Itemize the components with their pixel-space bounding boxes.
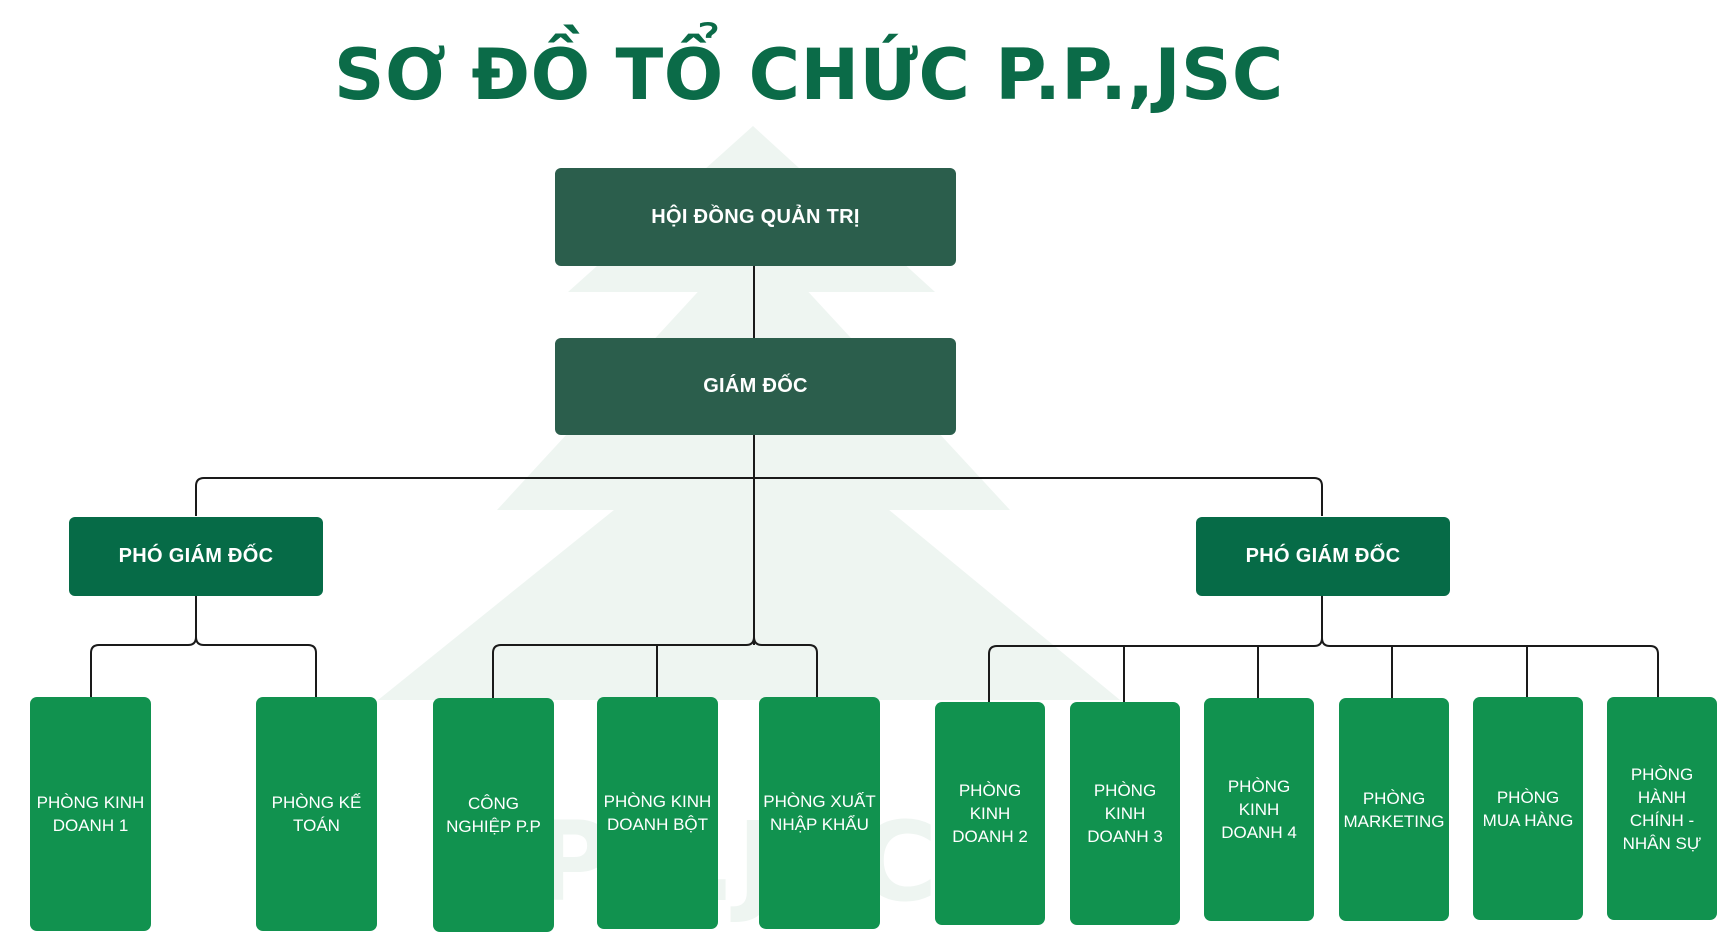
dept-accounting-box[interactable]: PHÒNG KẾ TOÁN: [256, 697, 377, 931]
dept-label: PHÒNG KINH DOANH 1: [36, 793, 145, 835]
dept-label: PHÒNG MARKETING: [1343, 788, 1445, 831]
director-box[interactable]: GIÁM ĐỐC: [555, 338, 956, 435]
director-label: GIÁM ĐỐC: [703, 375, 808, 397]
dept-sales-3-box[interactable]: PHÒNG KINH DOANH 3: [1070, 702, 1180, 925]
dept-powder-sales-box[interactable]: PHÒNG KINH DOANH BỘT: [597, 697, 718, 929]
dept-admin-hr-box[interactable]: PHÒNG HÀNH CHÍNH - NHÂN SỰ: [1607, 697, 1717, 920]
dept-label: PHÒNG HÀNH CHÍNH - NHÂN SỰ: [1622, 764, 1702, 853]
board-label: HỘI ĐỒNG QUẢN TRỊ: [651, 205, 860, 228]
vice-director-label: PHÓ GIÁM ĐỐC: [118, 545, 274, 567]
board-of-directors-box[interactable]: HỘI ĐỒNG QUẢN TRỊ: [555, 168, 956, 266]
dept-sales-2-box[interactable]: PHÒNG KINH DOANH 2: [935, 702, 1045, 925]
dept-label: PHÒNG KẾ TOÁN: [271, 793, 362, 835]
dept-label: CÔNG NGHIỆP P.P: [446, 794, 541, 836]
dept-label: PHÒNG KINH DOANH BỘT: [603, 792, 712, 834]
page-title: SƠ ĐỒ TỔ CHỨC P.P.,JSC: [334, 34, 1284, 116]
dept-pp-industry-box[interactable]: CÔNG NGHIỆP P.P: [433, 698, 554, 932]
vice-director-label: PHÓ GIÁM ĐỐC: [1245, 545, 1401, 567]
dept-sales-4-box[interactable]: PHÒNG KINH DOANH 4: [1204, 698, 1314, 921]
dept-label: PHÒNG KINH DOANH 2: [952, 781, 1028, 846]
dept-import-export-box[interactable]: PHÒNG XUẤT NHẬP KHẨU: [759, 697, 880, 929]
vice-director-left-box[interactable]: PHÓ GIÁM ĐỐC: [69, 517, 323, 596]
dept-marketing-box[interactable]: PHÒNG MARKETING: [1339, 698, 1449, 921]
dept-label: PHÒNG KINH DOANH 4: [1221, 777, 1297, 842]
dept-sales-1-box[interactable]: PHÒNG KINH DOANH 1: [30, 697, 151, 931]
dept-label: PHÒNG KINH DOANH 3: [1087, 781, 1163, 846]
dept-label: PHÒNG MUA HÀNG: [1482, 787, 1574, 830]
dept-label: PHÒNG XUẤT NHẬP KHẨU: [763, 792, 876, 834]
dept-purchasing-box[interactable]: PHÒNG MUA HÀNG: [1473, 697, 1583, 920]
vice-director-right-box[interactable]: PHÓ GIÁM ĐỐC: [1196, 517, 1450, 596]
